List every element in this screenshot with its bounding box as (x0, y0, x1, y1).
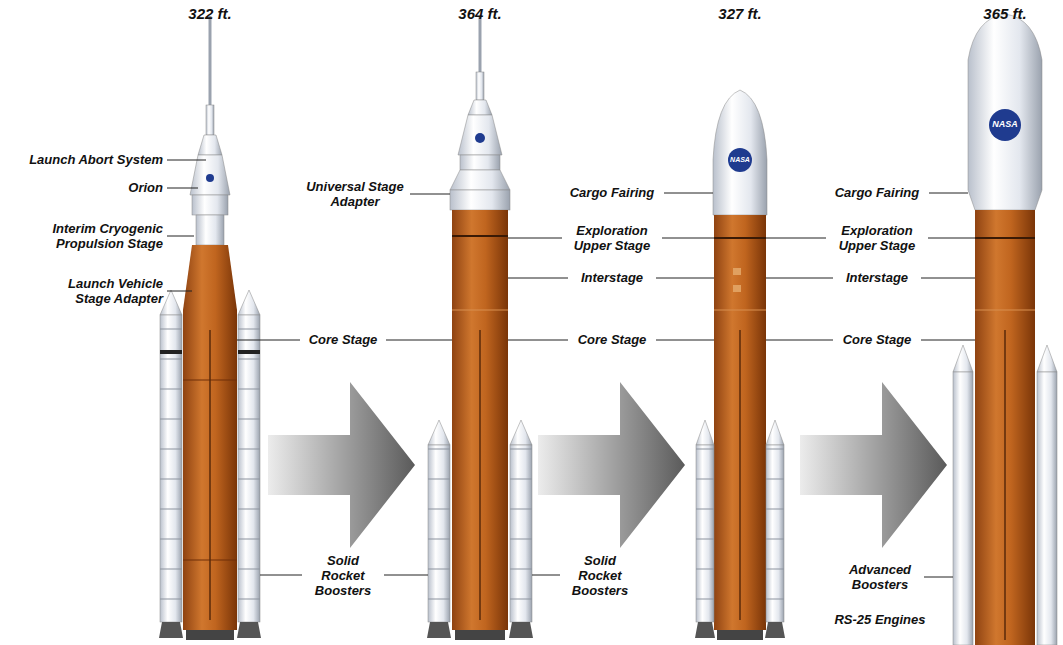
height-label: 364 ft. (435, 6, 525, 21)
part-label: Exploration Upper Stage (829, 223, 925, 253)
height-label: 365 ft. (960, 6, 1050, 21)
part-label: Launch Abort System (3, 152, 163, 167)
part-label: Interstage (567, 270, 657, 285)
part-label: Core Stage (832, 332, 922, 347)
part-label: Core Stage (298, 332, 388, 347)
part-label: Interim Cryogenic Propulsion Stage (33, 221, 163, 251)
logo-text: NASA (989, 119, 1021, 130)
sls-block1b-crew (427, 16, 533, 640)
part-label: Orion (93, 180, 163, 195)
sls-block1b-cargo (695, 90, 785, 640)
progression-arrow (268, 382, 415, 548)
leader-lines (167, 160, 975, 577)
part-label: RS-25 Engines (820, 612, 940, 627)
sls-block2-cargo (953, 14, 1057, 645)
part-label: Advanced Boosters (838, 562, 922, 592)
part-label: Exploration Upper Stage (564, 223, 660, 253)
progression-arrow (800, 382, 947, 548)
part-label: Universal Stage Adapter (305, 179, 405, 209)
logo-text: NASA (728, 155, 752, 164)
part-label: Cargo Fairing (822, 185, 932, 200)
height-label: 327 ft. (695, 6, 785, 21)
part-label: Solid Rocket Boosters (564, 553, 636, 598)
height-label: 322 ft. (165, 6, 255, 21)
part-label: Interstage (832, 270, 922, 285)
part-label: Launch Vehicle Stage Adapter (43, 276, 163, 306)
part-label: Cargo Fairing (557, 185, 667, 200)
part-label: Solid Rocket Boosters (307, 553, 379, 598)
part-label: Core Stage (567, 332, 657, 347)
progression-arrow (538, 382, 685, 548)
sls-block1-crew (159, 16, 261, 640)
